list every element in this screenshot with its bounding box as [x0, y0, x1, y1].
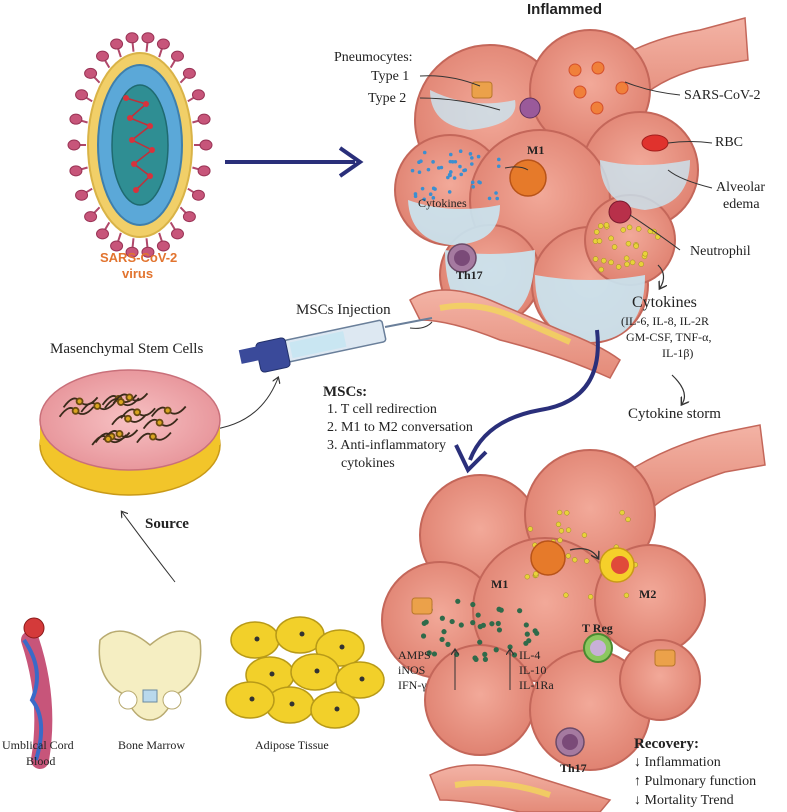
label-ifn: IFN-γ	[398, 678, 427, 692]
cytokine-storm: Cytokine storm	[628, 406, 721, 422]
mscs-item-2: 2. M1 to M2 conversation	[327, 420, 473, 435]
source-cord-line1: Umblical Cord	[2, 738, 74, 752]
syringe-illustration	[238, 317, 433, 373]
label-il1ra: IL-1Ra	[519, 678, 554, 692]
label-pneumocytes: Pneumocytes:	[334, 50, 413, 65]
mscs-item-3-cont: cytokines	[341, 456, 395, 471]
label-alveolar: Alveolar	[716, 180, 765, 195]
mscs-title: MSCs:	[323, 384, 368, 400]
recovery-item-2: ↑ Pulmonary function	[634, 774, 757, 789]
virus-illustration	[67, 32, 213, 258]
label-cytokines-inner: Cytokines	[418, 196, 467, 210]
bone-marrow-pelvis	[98, 630, 202, 721]
cytokines-line2: GM-CSF, TNF-α,	[626, 330, 712, 344]
label-m1-bottom: M1	[491, 577, 509, 591]
recovered-lung	[381, 424, 766, 812]
label-rbc: RBC	[715, 135, 744, 150]
label-il4: IL-4	[519, 648, 541, 662]
label-il10: IL-10	[519, 663, 547, 677]
label-m1-top: M1	[527, 143, 545, 157]
label-amps: AMPS	[398, 648, 431, 662]
label-m2: M2	[639, 587, 657, 601]
arrow-to-recovered-lung	[468, 329, 600, 461]
label-th17-bottom: Th17	[560, 761, 587, 775]
source-adipose: Adipose Tissue	[255, 738, 329, 752]
recovery-item-1: ↓ Inflammation	[634, 755, 721, 770]
recovery-title: Recovery:	[634, 736, 699, 752]
adipose-tissue	[225, 616, 385, 729]
cytokines-title: Cytokines	[632, 294, 697, 311]
source-cord-line2: Blood	[26, 754, 56, 768]
arrow-head-virus	[338, 146, 364, 178]
msc-injection-label: MSCs Injection	[296, 302, 391, 318]
virus-label-line2: virus	[122, 266, 154, 281]
label-sars-cov-2: SARS-CoV-2	[684, 88, 761, 103]
mscs-item-1: 1. T cell redirection	[327, 402, 437, 417]
title-inflamed: Inflammed	[527, 1, 603, 18]
mscs-item-3: 3. Anti-inflammatory	[327, 438, 446, 453]
label-type2: Type 2	[368, 91, 407, 106]
cytokines-line3: IL-1β)	[662, 346, 694, 360]
petri-dish	[39, 369, 221, 496]
label-edema: edema	[723, 197, 760, 212]
label-inos: iNOS	[398, 663, 426, 677]
umbilical-cord	[21, 617, 53, 769]
label-treg: T Reg	[582, 621, 613, 635]
virus-label-line1: SARS-CoV-2	[100, 250, 178, 265]
leader-lines-top	[419, 75, 713, 251]
stem-cells-label: Masenchymal Stem Cells	[50, 341, 204, 357]
label-th17-top: Th17	[456, 268, 483, 282]
recovery-item-3: ↓ Mortality Trend	[634, 793, 734, 808]
source-label: Source	[145, 516, 189, 532]
label-neutrophil: Neutrophil	[690, 244, 751, 259]
label-type1: Type 1	[371, 69, 410, 84]
source-marrow: Bone Marrow	[118, 738, 185, 752]
cytokines-line1: (IL-6, IL-8, IL-2R	[621, 314, 709, 328]
inflamed-lung	[394, 17, 749, 379]
